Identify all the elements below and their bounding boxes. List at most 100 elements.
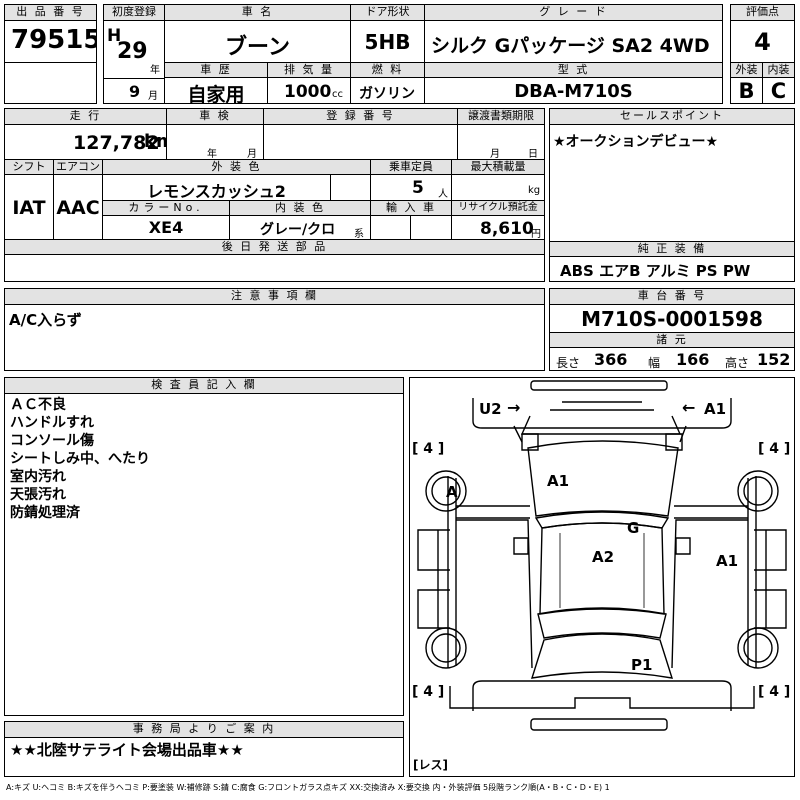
inspector-cell: ＡＣ不良 ハンドルすれ コンソール傷 シートしみ中、へたり 室内汚れ 天張汚れ … — [4, 393, 404, 716]
chassis-cell: M710S-0001598 — [549, 304, 795, 333]
import-header: 輸 入 車 — [370, 200, 452, 216]
dimensions-header: 諸 元 — [549, 332, 795, 348]
recycle-unit: 円 — [531, 229, 541, 240]
grade: シルク Gパッケージ SA2 4WD — [431, 35, 710, 57]
mark-g-windshield: G — [627, 519, 640, 537]
plate-cell — [263, 124, 458, 160]
car-name-header: 車 名 — [164, 4, 351, 21]
ac-cell: AAC — [53, 174, 103, 240]
inspector-line: シートしみ中、へたり — [10, 451, 150, 467]
exterior-cell: B — [730, 77, 763, 104]
office-cell: ★★北陸サテライト会場出品車★★ — [4, 737, 404, 777]
legend: A:キズ U:ヘコミ B:キズを伴うヘコミ P:要塗装 W:補修跡 S:錆 C:… — [6, 783, 610, 792]
shift: IAT — [12, 197, 46, 219]
exterior-color-extra — [330, 174, 371, 201]
exterior-header: 外装 — [730, 62, 763, 78]
model-cell: DBA-M710S — [424, 77, 723, 104]
mileage: 127,782 — [73, 132, 160, 154]
office-header: 事 務 局 よ り ご 案 内 — [4, 721, 404, 738]
equipment: ABS エアB アルミ PS PW — [560, 262, 751, 280]
capacity-cell: 5 人 — [370, 174, 452, 201]
shift-cell: IAT — [4, 174, 54, 240]
transfer-day-unit: 日 — [528, 149, 538, 160]
lot-number-cell: 79515 — [4, 20, 97, 63]
width: 166 — [676, 350, 710, 369]
ac-header: エアコン — [53, 159, 103, 175]
displacement: 1000 — [284, 82, 332, 102]
door-header: ドア形状 — [350, 4, 425, 21]
color-no: XE4 — [148, 218, 184, 237]
first-registration-month-cell: 9 月 — [103, 78, 165, 104]
caution-cell: A/C入らず — [4, 304, 545, 371]
month-unit: 月 — [148, 91, 158, 102]
lot-number-blank — [4, 62, 97, 104]
interior-header: 内装 — [762, 62, 795, 78]
inspection-year-unit: 年 — [207, 149, 217, 160]
color-no-header: カラーNo. — [102, 200, 230, 216]
exterior-color: レモンスカッシュ2 — [147, 182, 286, 201]
inspection-month-unit: 月 — [247, 149, 257, 160]
plate-header: 登 録 番 号 — [263, 108, 458, 125]
first-registration-header: 初度登録 — [103, 4, 165, 21]
mark-a-front-left-wheel: A — [446, 483, 458, 501]
car-name: ブーン — [225, 35, 290, 60]
inspector-line: ＡＣ不良 — [10, 397, 66, 413]
import-cell-a — [370, 215, 411, 240]
sales-point-cell: ★オークションデビュー★ — [549, 124, 795, 242]
car-outline-diagram — [417, 380, 787, 731]
later-parts-header: 後 日 発 送 部 品 — [4, 239, 545, 255]
max-load-header: 最大積載量 — [451, 159, 545, 175]
recycle-fee: 8,610 — [480, 219, 534, 239]
history-cell: 自家用 — [164, 77, 268, 104]
interior-color: グレー/クロ — [260, 222, 336, 238]
air-conditioner: AAC — [56, 197, 100, 219]
lot-number: 79515 — [11, 25, 97, 55]
door-cell: 5HB — [350, 20, 425, 63]
equipment-header: 純 正 装 備 — [549, 241, 795, 257]
tire-rear-right: [ 4 ] — [758, 684, 791, 700]
inspector-line: 防錆処理済 — [10, 505, 80, 521]
arrow-right-icon: ← — [682, 398, 696, 417]
grade-header: グ レ ー ド — [424, 4, 723, 21]
dimensions-cell: 長さ 366 幅 166 高さ 152 — [549, 347, 795, 371]
recycle-cell: 8,610 円 — [451, 215, 545, 240]
shift-header: シフト — [4, 159, 54, 175]
equipment-cell: ABS エアB アルミ PS PW — [549, 256, 795, 282]
mileage-cell: 127,782 km — [4, 124, 167, 160]
length: 366 — [594, 350, 628, 369]
damage-diagram: U2 → ← A1 [ 4 ] [ 4 ] A1 A G A2 A1 P1 [ … — [409, 377, 795, 777]
fuel: ガソリン — [359, 86, 415, 102]
spare-tire: [レス] — [413, 758, 448, 772]
model: DBA-M710S — [514, 81, 633, 102]
mileage-unit: km — [144, 131, 166, 152]
mark-a1-front: A1 — [704, 400, 727, 418]
width-label: 幅 — [648, 356, 661, 370]
interior-color-cell: グレー/クロ 系 — [229, 215, 371, 240]
displacement-unit: cc — [332, 89, 343, 100]
lot-number-header: 出 品 番 号 — [4, 4, 97, 21]
office-note: ★★北陸サテライト会場出品車★★ — [10, 741, 244, 759]
model-header: 型 式 — [424, 62, 723, 78]
arrow-left-icon: → — [507, 398, 521, 417]
history-header: 車 歴 — [164, 62, 268, 78]
transfer-month-unit: 月 — [490, 149, 500, 160]
later-parts-cell — [4, 254, 545, 282]
inspector-line: コンソール傷 — [10, 433, 94, 449]
interior-color-header: 内 装 色 — [229, 200, 371, 216]
mark-p1-trunk: P1 — [631, 656, 653, 674]
capacity-header: 乗車定員 — [370, 159, 452, 175]
mark-a1-hood: A1 — [547, 472, 570, 490]
fuel-cell: ガソリン — [350, 77, 425, 104]
inspector-line: 室内汚れ — [10, 469, 66, 485]
interior-cell: C — [762, 77, 795, 104]
registration-month: 9 — [129, 82, 141, 101]
caution-header: 注 意 事 項 欄 — [4, 288, 545, 305]
score-cell: 4 — [730, 20, 795, 63]
chassis-number: M710S-0001598 — [581, 307, 763, 331]
score: 4 — [754, 28, 771, 56]
mark-u2: U2 — [479, 400, 502, 418]
height: 152 — [757, 350, 791, 369]
capacity-unit: 人 — [438, 189, 448, 200]
height-label: 高さ — [725, 356, 750, 370]
transfer-header: 譲渡書類期限 — [457, 108, 545, 125]
